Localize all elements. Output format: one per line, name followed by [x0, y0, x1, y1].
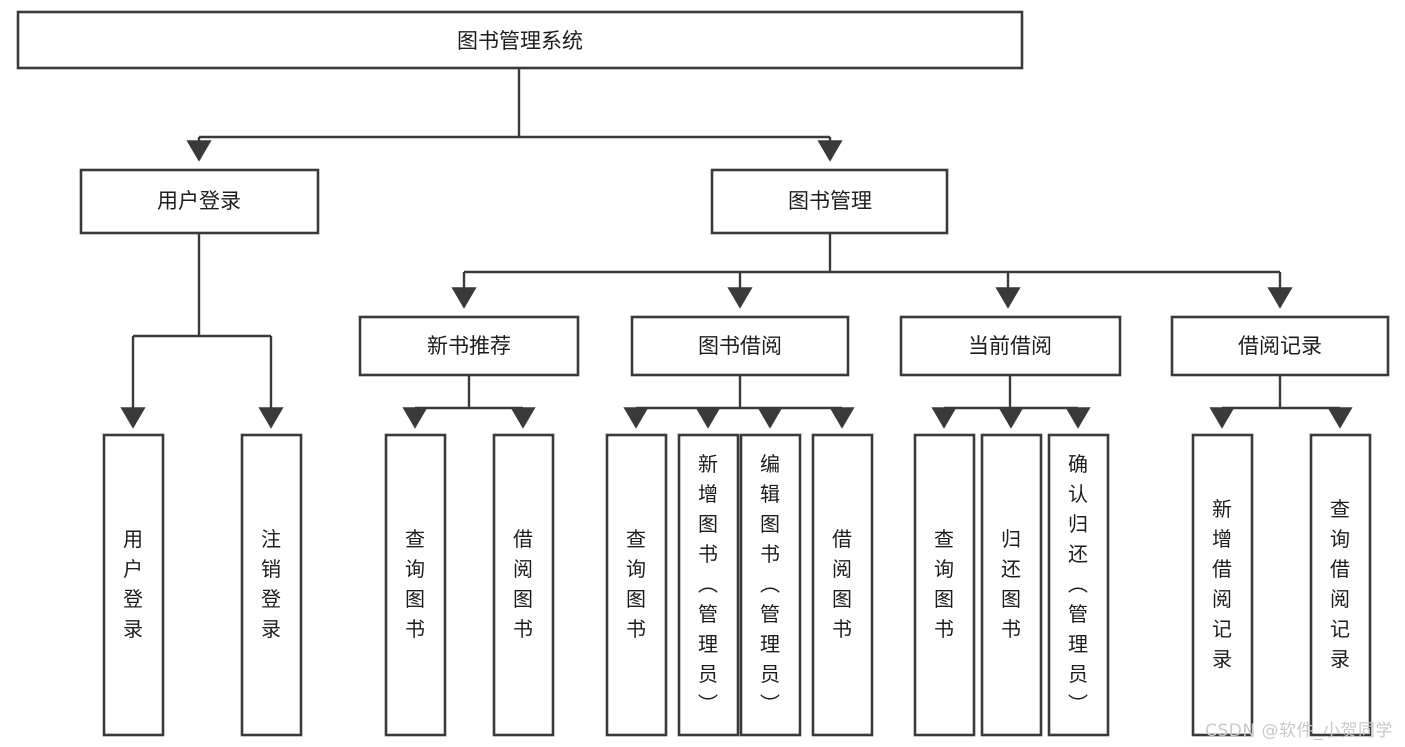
node-book-borrow-label: 图书借阅	[698, 334, 782, 358]
leaf-label: 编辑图书︵管理员︶	[760, 452, 780, 716]
node-book-manage[interactable]: 图书管理	[710, 168, 949, 235]
leaf-box[interactable]	[1309, 433, 1372, 737]
node-user-login-label: 用户登录	[157, 189, 241, 213]
leaf-new-book-1[interactable]: 借阅图书	[492, 433, 555, 737]
leaf-borrow-record-0[interactable]: 新增借阅记录	[1191, 433, 1254, 737]
node-new-book-label: 新书推荐	[427, 334, 511, 358]
leaf-label: 查询图书	[934, 527, 954, 641]
node-current-borrow-box[interactable]	[899, 315, 1122, 377]
leaf-current-borrow-0[interactable]: 查询图书	[913, 433, 976, 737]
leaf-user-login-1[interactable]: 注销登录	[240, 433, 303, 737]
node-book-borrow[interactable]: 图书借阅	[630, 315, 850, 377]
leaf-label: 用户登录	[123, 527, 143, 641]
node-current-borrow[interactable]: 当前借阅	[899, 315, 1122, 377]
leaf-box[interactable]	[102, 433, 165, 737]
leaf-label: 新增借阅记录	[1212, 497, 1232, 671]
leaf-current-borrow-2[interactable]: 确认归还︵管理员︶	[1047, 433, 1110, 737]
edge-layer	[120, 68, 1353, 429]
node-borrow-record-box[interactable]	[1170, 315, 1390, 377]
leaf-label: 借阅图书	[832, 527, 852, 641]
leaf-new-book-0[interactable]: 查询图书	[384, 433, 447, 737]
node-user-login[interactable]: 用户登录	[79, 168, 320, 235]
leaf-book-borrow-2[interactable]: 编辑图书︵管理员︶	[739, 433, 802, 737]
node-borrow-record-label: 借阅记录	[1238, 334, 1322, 358]
node-borrow-record[interactable]: 借阅记录	[1170, 315, 1390, 377]
leaf-box[interactable]	[913, 433, 976, 737]
leaf-label: 借阅图书	[513, 527, 533, 641]
leaf-label: 新增图书︵管理员︶	[698, 452, 718, 716]
leaf-label: 查询图书	[405, 527, 425, 641]
leaf-user-login-0[interactable]: 用户登录	[102, 433, 165, 737]
leaf-box[interactable]	[677, 433, 740, 737]
node-user-login-box[interactable]	[79, 168, 320, 235]
node-root-label: 图书管理系统	[457, 29, 583, 53]
leaf-label: 注销登录	[261, 527, 281, 641]
leaf-box[interactable]	[240, 433, 303, 737]
node-book-manage-box[interactable]	[710, 168, 949, 235]
leaf-box[interactable]	[605, 433, 668, 737]
leaf-book-borrow-3[interactable]: 借阅图书	[811, 433, 874, 737]
leaf-box[interactable]	[1047, 433, 1110, 737]
leaf-borrow-record-1[interactable]: 查询借阅记录	[1309, 433, 1372, 737]
leaf-label: 查询图书	[626, 527, 646, 641]
leaf-current-borrow-1[interactable]: 归还图书	[980, 433, 1043, 737]
leaf-label: 确认归还︵管理员︶	[1068, 452, 1088, 716]
leaf-label: 查询借阅记录	[1330, 497, 1350, 671]
leaf-label: 归还图书	[1001, 527, 1021, 641]
node-book-manage-label: 图书管理	[788, 189, 872, 213]
node-root[interactable]: 图书管理系统	[16, 10, 1024, 70]
node-new-book[interactable]: 新书推荐	[358, 315, 580, 377]
node-book-borrow-box[interactable]	[630, 315, 850, 377]
leaf-box[interactable]	[492, 433, 555, 737]
leaf-box[interactable]	[811, 433, 874, 737]
leaf-box[interactable]	[384, 433, 447, 737]
leaf-book-borrow-0[interactable]: 查询图书	[605, 433, 668, 737]
leaf-box[interactable]	[1191, 433, 1254, 737]
leaf-box[interactable]	[980, 433, 1043, 737]
node-root-box[interactable]	[16, 10, 1024, 70]
leaf-box[interactable]	[739, 433, 802, 737]
leaf-book-borrow-1[interactable]: 新增图书︵管理员︶	[677, 433, 740, 737]
node-current-borrow-label: 当前借阅	[968, 334, 1052, 358]
node-new-book-box[interactable]	[358, 315, 580, 377]
